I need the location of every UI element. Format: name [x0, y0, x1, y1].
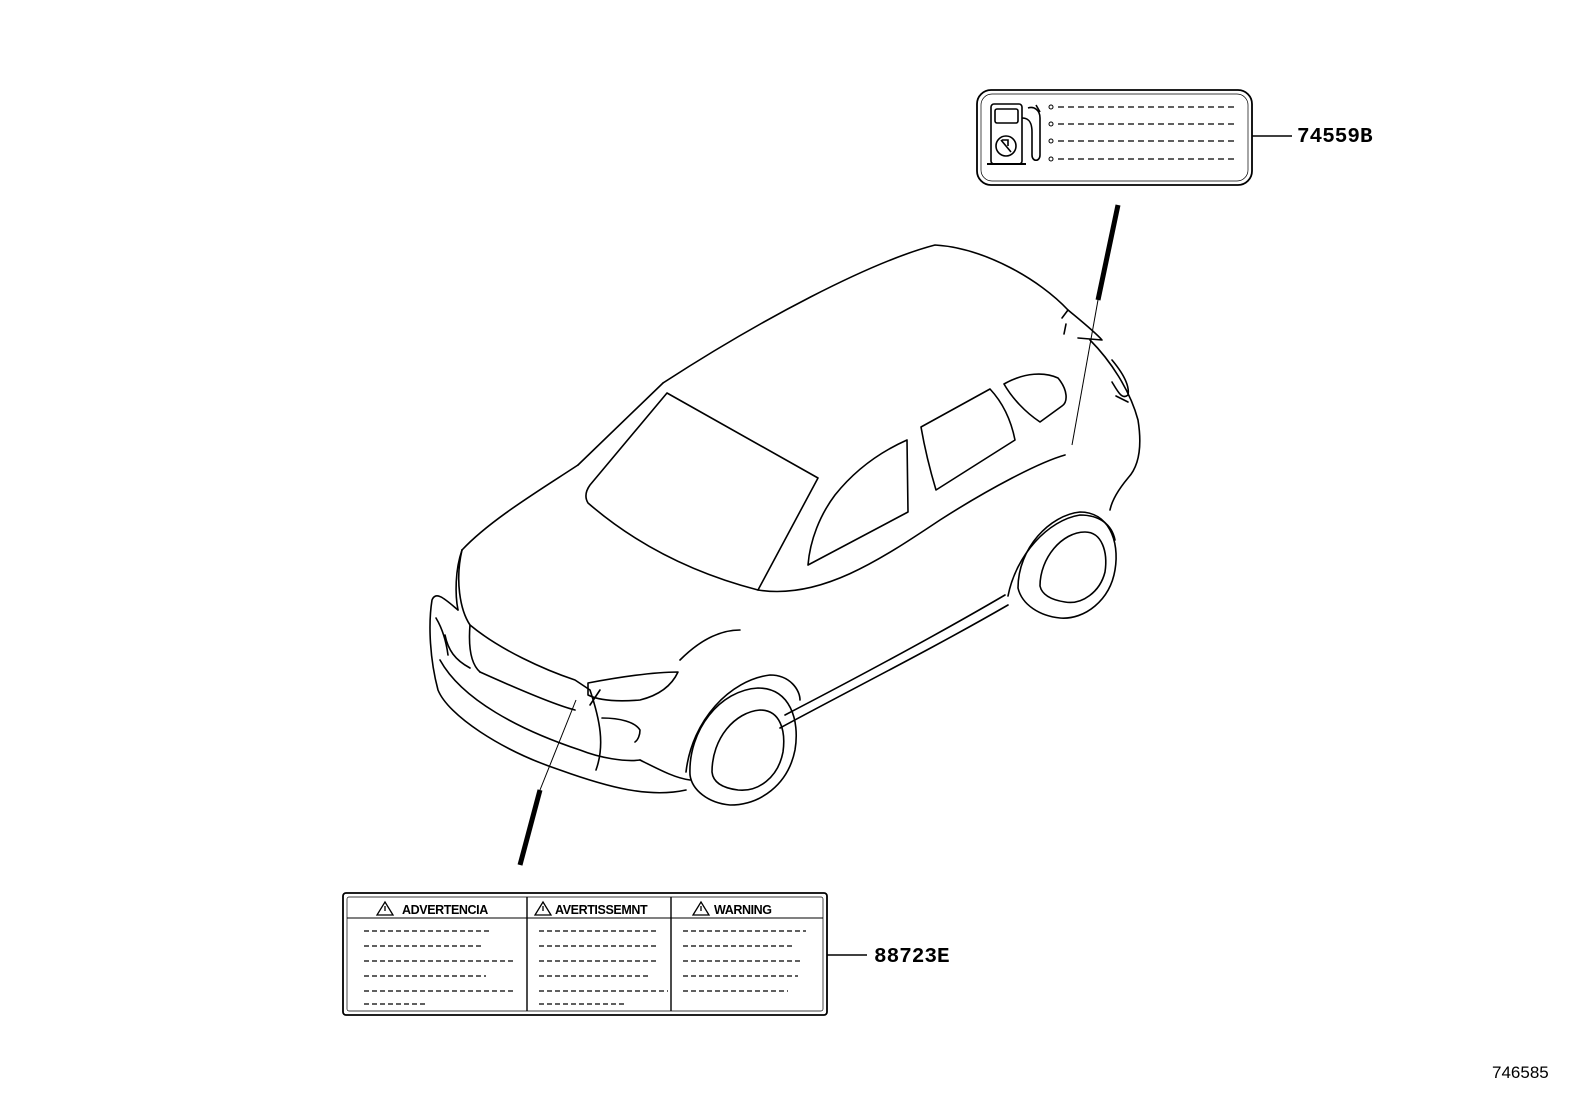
leader-line-warning-label: [539, 699, 577, 791]
warning-column-avertissemnt: AVERTISSEMNT: [533, 900, 648, 917]
leader-lines: [517, 135, 1292, 956]
warning-label-text-lines: [364, 930, 806, 1005]
warning-triangle-icon: [375, 900, 395, 916]
fuel-pump-icon: [987, 103, 1041, 165]
figure-number: 746585: [1492, 1063, 1549, 1082]
warning-column-advertencia: ADVERTENCIA: [375, 900, 489, 917]
part-number-74559B: 74559B: [1297, 126, 1373, 149]
leader-line-fuel-label: [1095, 204, 1121, 301]
warning-heading-advertencia: ADVERTENCIA: [402, 903, 488, 917]
warning-column-warning: WARNING: [691, 900, 772, 917]
warning-triangle-icon: [533, 900, 553, 916]
part-number-88723E: 88723E: [874, 946, 950, 969]
fuel-label[interactable]: [976, 89, 1253, 186]
warning-label[interactable]: ADVERTENCIA AVERTISSEMNT WARNING: [342, 892, 828, 1016]
vehicle-illustration: [429, 244, 1141, 806]
warning-heading-warning: WARNING: [714, 903, 772, 917]
warning-heading-avertissemnt: AVERTISSEMNT: [555, 903, 648, 917]
warning-triangle-icon: [691, 900, 711, 916]
